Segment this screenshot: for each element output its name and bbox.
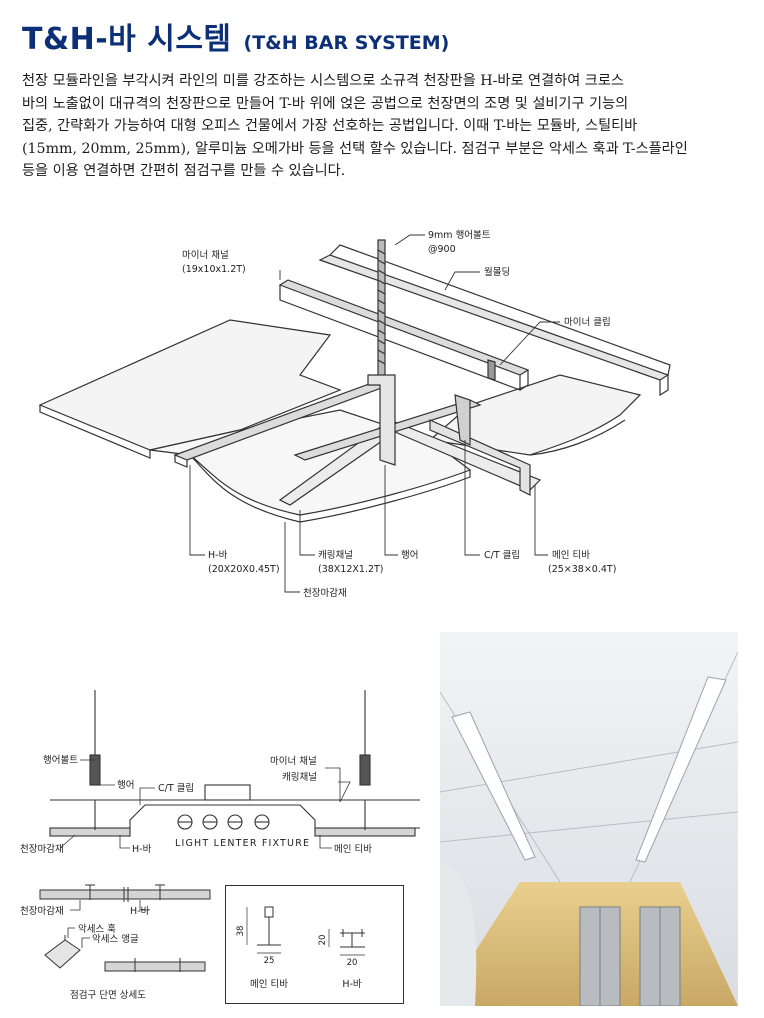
section-diagram: 행어볼트 행어 C/T 클립 마이너 채널 캐링채널 천장마감재 H-바 LIG… [20,690,420,855]
profile-main-tbar-label: 메인 티바 [250,979,288,990]
section-label-hanger: 행어 [117,779,134,791]
title-main: T&H-바 시스템 [22,22,232,57]
intro-line: 바의 노출없이 대규격의 천장판으로 만들어 T-바 위에 얹은 공법으로 천장… [22,95,629,112]
page-title: T&H-바 시스템 (T&H BAR SYSTEM) [22,14,450,57]
intro-line: (15mm, 20mm, 25mm), 알루미늄 오메가바 등을 선택 할수 있… [22,140,688,157]
label-minor-channel-spec: (19x10x1.2T) [182,264,246,275]
profile-detail: 38 25 20 20 메인 티바 H-바 [225,885,404,1004]
section-label-carrying-channel: 캐링채널 [282,771,317,783]
section-label-ct-clip: C/T 클립 [158,782,194,794]
section-label-hanger-bolt: 행어볼트 [43,754,78,766]
profile-h-bar-label: H-바 [342,979,362,990]
section-label-h-bar: H-바 [132,844,152,855]
label-h-bar-spec: (20X20X0.45T) [208,564,280,575]
label-ct-clip: C/T 클립 [484,549,520,561]
access-label-access-angle: 악세스 앵글 [92,933,139,945]
label-hanger: 행어 [401,549,418,561]
isometric-diagram: 9mm 행어볼트 @900 월몰딩 마이너 채널 (19x10x1.2T) 마이… [38,229,671,599]
section-label-light-fixture: LIGHT LENTER FIXTURE [175,838,310,849]
intro-line: 천장 모듈라인을 부각시켜 라인의 미를 강조하는 시스템으로 소규격 천장판을… [22,73,624,89]
label-hanger-bolt-spacing: @900 [428,244,456,255]
installed-ceiling-photo [440,632,738,1006]
intro-line: 집중, 간략화가 가능하여 대형 오피스 건물에서 가장 선호하는 공법입니다.… [22,118,638,135]
label-wall-molding: 월몰딩 [484,266,510,278]
label-carrying-channel-spec: (38X12X1.2T) [318,564,384,575]
label-main-tbar-spec: (25×38×0.4T) [548,564,616,575]
intro-paragraph: 천장 모듈라인을 부각시켜 라인의 미를 강조하는 시스템으로 소규격 천장판을… [22,70,742,183]
access-label-h-bar: H-바 [130,906,150,917]
label-hanger-bolt: 9mm 행어볼트 [428,229,491,241]
label-carrying-channel: 캐링채널 [318,549,353,561]
profile-main-tbar-width: 25 [264,956,275,966]
profile-h-bar-width: 20 [347,958,358,968]
access-label-access-hook: 악세스 훅 [78,923,116,935]
label-minor-channel: 마이너 채널 [182,250,229,261]
title-sub: (T&H BAR SYSTEM) [243,32,450,54]
access-detail: 천장마감재 H-바 악세스 훅 악세스 앵글 점검구 단면 상세도 [20,884,211,1001]
section-label-main-tbar: 메인 티바 [334,844,372,855]
label-minor-clip: 마이너 클립 [564,316,611,328]
label-main-tbar: 메인 티바 [552,550,590,561]
access-caption: 점검구 단면 상세도 [70,989,146,1001]
access-label-ceiling-finish: 천장마감재 [20,905,64,917]
label-ceiling-finish: 천장마감재 [303,587,347,599]
section-label-ceiling-finish: 천장마감재 [20,843,64,855]
intro-line: 등을 이용 연결하면 간편히 점검구를 만들 수 있습니다. [22,163,346,180]
profile-main-tbar-height: 38 [236,926,246,937]
label-h-bar: H-바 [208,550,228,561]
profile-h-bar-height: 20 [318,935,328,946]
section-label-minor-channel: 마이너 채널 [270,756,317,767]
